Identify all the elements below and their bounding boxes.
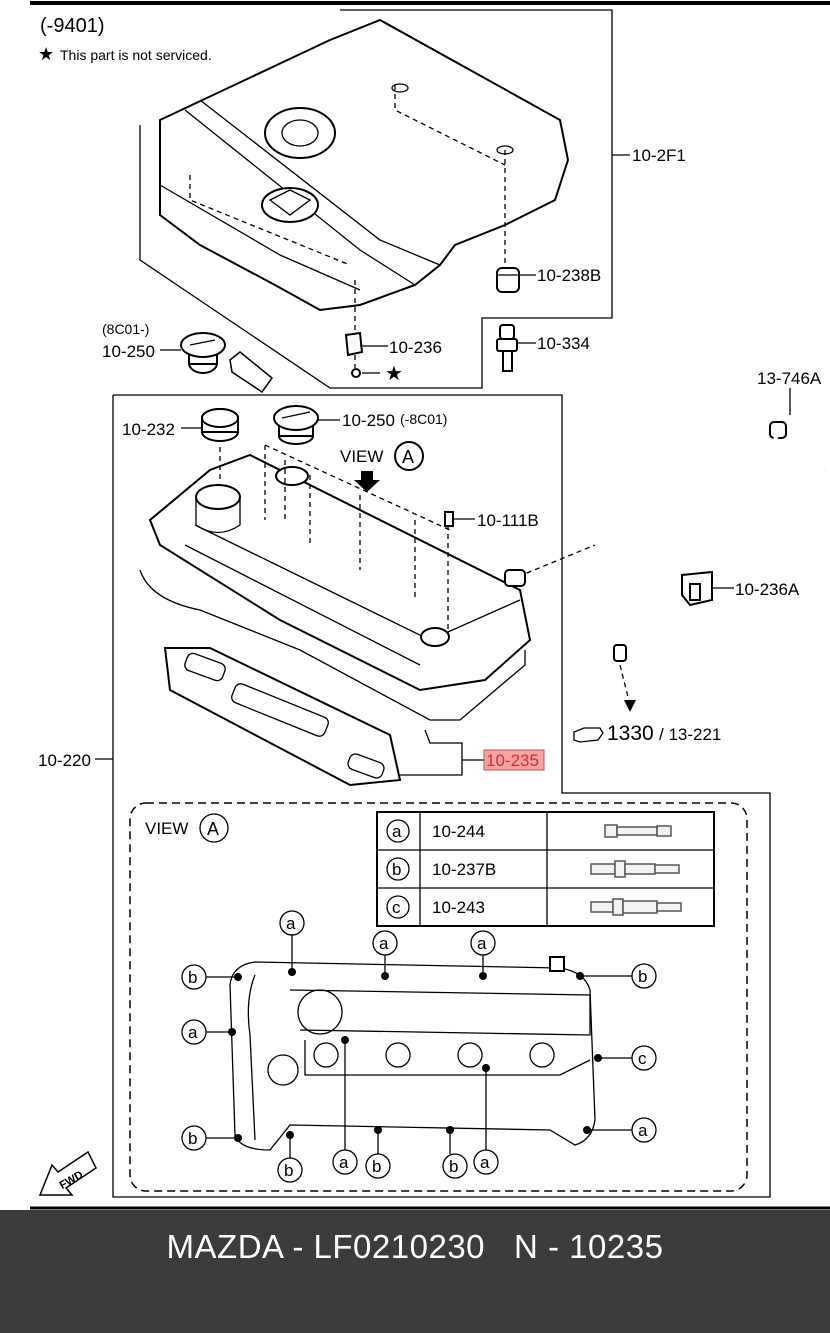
callout-a: a <box>339 1153 349 1172</box>
bolt-part: 10-243 <box>432 898 485 917</box>
ref-oil-cap-right: 10-250 <box>342 411 395 430</box>
bolt-letter: a <box>392 822 402 841</box>
engine-cover-group: (-9401) ★ This part is not serviced. 10-… <box>38 9 686 394</box>
ref-hose-2: / 13-221 <box>659 725 721 744</box>
not-serviced-note: ★ This part is not serviced. <box>38 44 212 64</box>
grommet-part <box>496 267 536 293</box>
callout-a: a <box>638 1121 648 1140</box>
gasket-part <box>163 647 484 787</box>
oil-cap-left-part <box>160 332 226 374</box>
head-cover-drawing <box>139 444 596 721</box>
callout-a: a <box>477 934 487 953</box>
view-label-detail: VIEW <box>145 819 188 838</box>
bolt-letter: c <box>392 898 401 917</box>
part-number-title: MAZDA - LF0210230 N - 10235 <box>166 1228 664 1265</box>
bolt-b-part <box>444 511 475 527</box>
callout-a: a <box>286 914 296 933</box>
callout-b: b <box>372 1157 381 1176</box>
oil-cap-right-note: (-8C01) <box>400 411 447 427</box>
bolt-table-row: a 10-244 <box>386 819 672 843</box>
view-a-detail: VIEW A a 10-244 b 10-2 <box>129 802 748 1192</box>
callout-b: b <box>449 1157 458 1176</box>
fwd-arrow-icon: FWD <box>38 1150 97 1196</box>
ref-engine-cover: 10-2F1 <box>632 146 686 165</box>
ref-hose-1: 1330 <box>607 722 654 745</box>
ref-oil-cap-left: 10-250 <box>102 342 155 361</box>
bolt-table: a 10-244 b 10-237B <box>376 811 715 927</box>
clip-part <box>344 331 388 378</box>
callout-b: b <box>188 968 197 987</box>
ref-bolt-b: 10-111B <box>477 511 539 530</box>
gasket-highlight <box>483 749 545 771</box>
bolt-table-row: b 10-237B <box>386 857 680 881</box>
view-letter-detail: A <box>207 819 219 839</box>
ref-grommet: 10-238B <box>537 266 601 285</box>
callout-a: a <box>480 1153 490 1172</box>
footer-bar: MAZDA - LF0210230 N - 10235 <box>0 1210 830 1333</box>
callout-c: c <box>638 1049 647 1068</box>
plug-part <box>181 408 239 442</box>
year-note: (-9401) <box>40 15 104 37</box>
hand-pointer-icon <box>573 727 604 743</box>
ref-gasket: 10-235 <box>486 751 539 770</box>
callout-b: b <box>188 1129 197 1148</box>
bolt-table-row: c 10-243 <box>386 895 682 919</box>
oil-cap-right-part <box>273 405 340 445</box>
clip-star-icon: ★ <box>385 363 403 385</box>
parts-diagram: (-9401) ★ This part is not serviced. 10-… <box>30 1 830 1210</box>
callout-b: b <box>638 967 647 986</box>
engine-cover-drawing <box>159 18 630 340</box>
oil-cap-left-note: (8C01-) <box>102 321 149 337</box>
stud-part <box>496 324 536 372</box>
ref-hose-clip: 10-236A <box>735 580 800 599</box>
ref-cover-assembly: 10-220 <box>38 751 91 770</box>
head-cover-top-view <box>228 956 602 1151</box>
head-cover-group: 10-220 10-232 10-250 (-8C01) VIEW A <box>38 394 771 1198</box>
ref-stud: 10-334 <box>537 334 590 353</box>
star-icon: ★ <box>38 44 54 64</box>
view-label-top: VIEW <box>340 447 383 466</box>
bolt-b-icon <box>590 860 680 878</box>
hose-group: 13-746A 10-236A 1330 / 13-221 <box>573 369 827 745</box>
bolt-part: 10-244 <box>432 822 485 841</box>
callout-a: a <box>379 934 389 953</box>
not-serviced-text: This part is not serviced. <box>60 47 212 63</box>
callout-b: b <box>284 1161 293 1180</box>
direction-arrow-icon <box>229 351 274 394</box>
bolt-c-icon <box>590 898 682 916</box>
bolt-a-icon <box>604 824 672 838</box>
bolt-letter: b <box>392 860 401 879</box>
ref-hose: 13-746A <box>757 369 822 388</box>
view-letter-top: A <box>402 447 414 467</box>
bolt-part: 10-237B <box>432 860 496 879</box>
ref-clip: 10-236 <box>389 338 442 357</box>
view-arrow-icon <box>354 471 380 492</box>
callout-a: a <box>188 1023 198 1042</box>
bolt-callouts: a a a b b a c b a <box>181 910 657 1183</box>
ref-plug: 10-232 <box>122 420 175 439</box>
